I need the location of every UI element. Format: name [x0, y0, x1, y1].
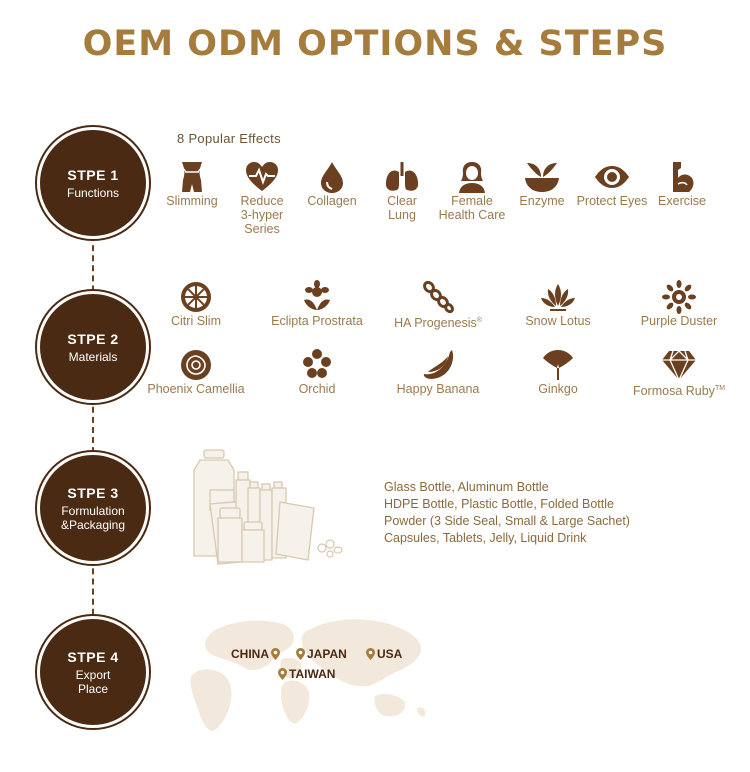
step-1-circle: STPE 1 Functions	[37, 127, 149, 239]
muscle-arm-icon	[673, 162, 694, 192]
waist-icon	[182, 162, 202, 192]
flower-icon	[304, 280, 330, 310]
function-label-line1: Female	[451, 194, 493, 208]
material-label: Ginkgo	[538, 382, 578, 396]
step-1-title: STPE 1	[67, 166, 119, 183]
step-2-subtitle: Materials	[68, 349, 118, 364]
step-3-title: STPE 3	[67, 484, 119, 501]
step-2-circle: STPE 2 Materials	[37, 291, 149, 403]
function-collagen: Collagen	[302, 160, 362, 208]
step-4-circle: STPE 4 Export Place	[37, 616, 149, 728]
step-4-title: STPE 4	[67, 648, 119, 665]
step-3-circle: STPE 3 Formulation &Packaging	[37, 452, 149, 564]
packaging-line: HDPE Bottle, Plastic Bottle, Folded Bott…	[384, 497, 614, 511]
function-label-line2: Health Care	[438, 208, 506, 222]
function-protect-eyes: Protect Eyes	[576, 160, 648, 208]
packaging-line: Powder (3 Side Seal, Small & Large Sache…	[384, 514, 630, 528]
function-label-line1: Reduce	[240, 194, 284, 208]
material-snow-lotus: Snow Lotus	[518, 280, 598, 328]
eye-icon	[595, 166, 629, 188]
page-title: OEM ODM OPTIONS & STEPS	[82, 24, 668, 64]
material-label: Snow Lotus	[525, 314, 591, 328]
material-formosa-ruby: Formosa RubyTM	[630, 348, 728, 398]
location-pin-icon	[271, 648, 280, 660]
lungs-icon	[385, 162, 419, 191]
function-slimming: Slimming	[162, 160, 222, 208]
step-3-subtitle-line2: &Packaging	[60, 517, 126, 532]
material-label: Phoenix Camellia	[147, 382, 245, 396]
function-label-line3: Series	[244, 222, 280, 236]
city-taiwan: TAIWAN	[278, 667, 335, 681]
function-label: Exercise	[658, 194, 706, 208]
ginkgo-leaf-icon	[543, 350, 573, 380]
material-label: HA Progenesis®	[394, 316, 482, 331]
packaging-options: Glass Bottle, Aluminum Bottle HDPE Bottl…	[384, 479, 630, 547]
city-usa: USA	[366, 647, 402, 661]
step-4-subtitle-line2: Place	[77, 681, 109, 696]
function-reduce-3-hyper: Reduce 3-hyper Series	[232, 160, 292, 236]
material-label: Eclipta Prostrata	[271, 314, 363, 328]
function-enzyme: Enzyme	[512, 160, 572, 208]
citrus-icon	[181, 282, 211, 312]
function-female-health-care: Female Health Care	[434, 160, 510, 222]
material-orchid: Orchid	[283, 348, 351, 396]
function-exercise: Exercise	[652, 160, 712, 208]
sunflower-icon	[662, 280, 696, 314]
material-label: Happy Banana	[396, 382, 480, 396]
effects-heading: 8 Popular Effects	[177, 131, 281, 146]
location-pin-icon	[366, 648, 375, 660]
material-ha-progenesis: HA Progenesis®	[388, 280, 488, 330]
material-ginkgo: Ginkgo	[528, 348, 588, 396]
packaging-illustration	[193, 449, 343, 565]
function-label-line2: Lung	[388, 208, 416, 222]
material-label: Formosa RubyTM	[632, 384, 726, 399]
material-eclipta-prostrata: Eclipta Prostrata	[266, 280, 368, 328]
step-4-subtitle-line1: Export	[75, 667, 111, 682]
function-label: Collagen	[307, 194, 357, 208]
function-label: Protect Eyes	[576, 194, 648, 208]
camellia-icon	[181, 350, 211, 380]
lotus-icon	[541, 284, 575, 311]
step-2-title: STPE 2	[67, 330, 119, 347]
function-clear-lung: Clear Lung	[372, 160, 432, 222]
woman-icon	[459, 162, 485, 193]
location-pin-icon	[278, 668, 287, 680]
packaging-line: Capsules, Tablets, Jelly, Liquid Drink	[384, 531, 587, 545]
function-label: Slimming	[166, 194, 218, 208]
city-china: CHINA	[231, 647, 280, 661]
function-label: Enzyme	[519, 194, 565, 208]
step-1-subtitle: Functions	[66, 185, 120, 200]
material-label: Orchid	[298, 382, 336, 396]
world-map	[190, 619, 426, 731]
drop-icon	[321, 162, 343, 193]
material-happy-banana: Happy Banana	[388, 348, 488, 396]
function-label-line1: Clear	[387, 194, 417, 208]
bowl-leaf-icon	[525, 163, 559, 192]
function-label-line2: 3-hyper	[240, 208, 284, 222]
material-label: Citri Slim	[171, 314, 221, 328]
packaging-line: Glass Bottle, Aluminum Bottle	[384, 480, 549, 494]
step-connector-line	[92, 235, 94, 635]
material-phoenix-camellia: Phoenix Camellia	[144, 348, 248, 396]
banana-icon	[423, 350, 454, 379]
material-citri-slim: Citri Slim	[155, 280, 237, 328]
city-japan: JAPAN	[296, 647, 347, 661]
step-3-subtitle-line1: Formulation	[61, 503, 125, 518]
material-purple-duster: Purple Duster	[634, 280, 724, 328]
diamond-icon	[662, 350, 696, 382]
location-pin-icon	[296, 648, 305, 660]
chain-icon	[423, 280, 454, 314]
heart-pulse-icon	[246, 162, 278, 191]
material-label: Purple Duster	[640, 314, 718, 328]
orchid-icon	[303, 349, 331, 378]
